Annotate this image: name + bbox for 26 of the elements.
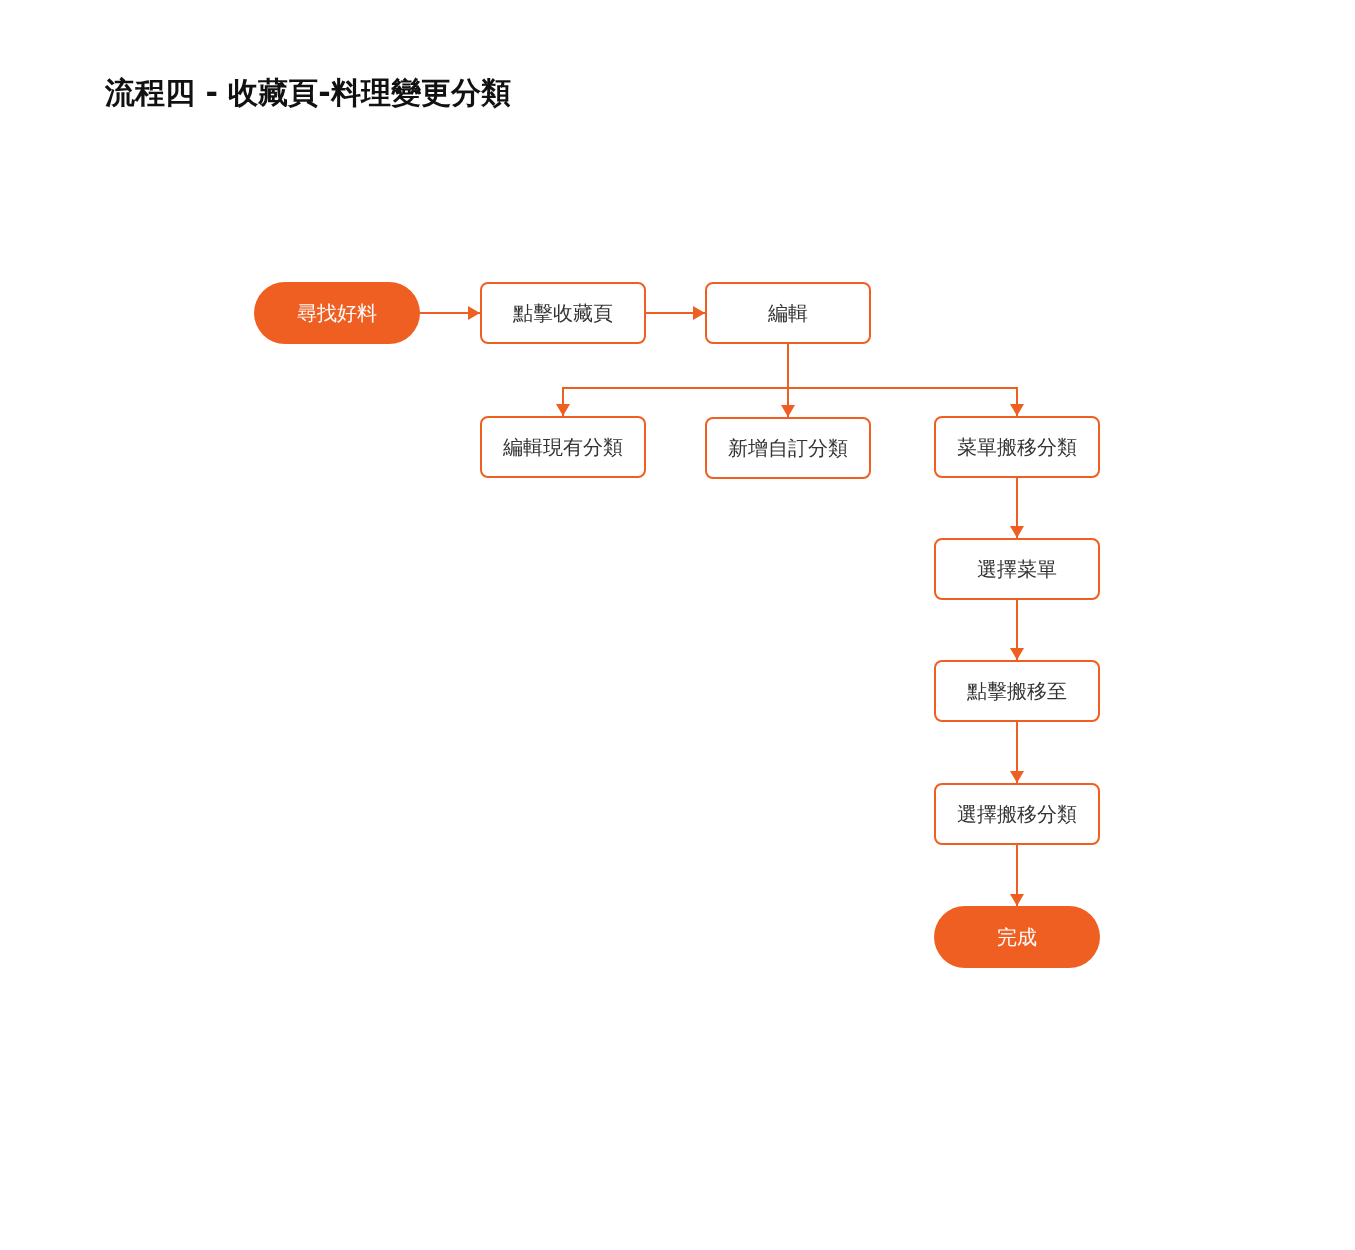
arrow: [645, 306, 706, 320]
arrow: [787, 343, 1024, 417]
node-label: 點擊收藏頁: [513, 300, 613, 326]
arrow: [419, 306, 481, 320]
node-label: 新增自訂分類: [728, 435, 848, 461]
node-label: 選擇搬移分類: [957, 801, 1077, 827]
node-label: 尋找好料: [297, 300, 377, 326]
diagram-title: 流程四 - 收藏頁-料理變更分類: [105, 74, 511, 112]
process-box: [480, 416, 646, 478]
process-box: [934, 538, 1100, 600]
process-box: [705, 417, 871, 479]
arrow: [1010, 721, 1024, 784]
node-label: 選擇菜單: [977, 556, 1057, 582]
process-box: [705, 282, 871, 344]
arrow: [1010, 477, 1024, 539]
arrow: [1010, 844, 1024, 907]
node-label: 完成: [997, 924, 1037, 950]
process-box: [934, 660, 1100, 722]
process-box: [480, 282, 646, 344]
process-box: [934, 783, 1100, 845]
node-label: 編輯現有分類: [503, 434, 623, 460]
arrow: [1010, 599, 1024, 661]
node-label: 編輯: [768, 300, 808, 326]
process-box: [934, 416, 1100, 478]
node-label: 點擊搬移至: [967, 678, 1067, 704]
node-label: 菜單搬移分類: [957, 434, 1077, 460]
